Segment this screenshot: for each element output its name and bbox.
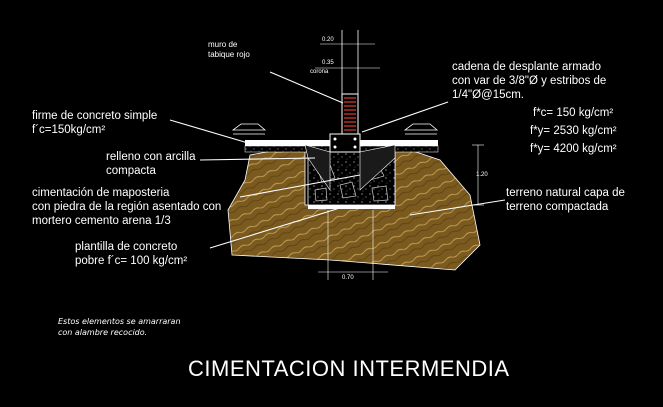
clay-fill-right xyxy=(359,144,396,191)
lean-concrete-base xyxy=(308,205,395,209)
label-fy-2530: f*y= 2530 kg/cm² xyxy=(530,125,617,137)
firm-slab-right xyxy=(360,140,438,146)
note-wire: Estos elementos se amarraran con alambre… xyxy=(58,317,181,337)
label-masonry: cimentación de maposteria con piedra de … xyxy=(32,187,222,227)
dim-base-width: 0.70 xyxy=(342,275,354,281)
dim-height: 1.20 xyxy=(476,172,488,178)
label-fc-chain: f*c= 150 kg/cm² xyxy=(533,107,614,119)
label-firm-slab: firme de concreto simple f´c=150kg/cm² xyxy=(32,110,158,136)
label-fy-4200: f*y= 4200 kg/cm² xyxy=(530,143,617,155)
label-brick-wall: muro de tabique rojo xyxy=(208,40,250,59)
leader-lines xyxy=(169,71,506,249)
label-chain-beam: cadena de desplante armado con var de 3/… xyxy=(452,61,607,101)
brick-joints xyxy=(344,97,356,131)
dim-top-width: 0.20 xyxy=(322,37,334,43)
label-clay-fill: relleno con arcilla compacta xyxy=(106,151,196,177)
label-lean-concrete: plantilla de concreto pobre f´c= 100 kg/… xyxy=(75,241,188,267)
dim-corona-width: 0.35 xyxy=(322,60,334,66)
label-natural-soil: terreno natural capa de terreno compacta… xyxy=(506,187,625,213)
firm-slab-left xyxy=(245,140,330,146)
drawing-title: CIMENTACION INTERMENDIA xyxy=(188,356,510,381)
chain-beam xyxy=(329,133,361,153)
clay-fill-left xyxy=(304,144,331,191)
ground-marks xyxy=(231,123,439,135)
dim-corona: corona xyxy=(310,69,329,75)
